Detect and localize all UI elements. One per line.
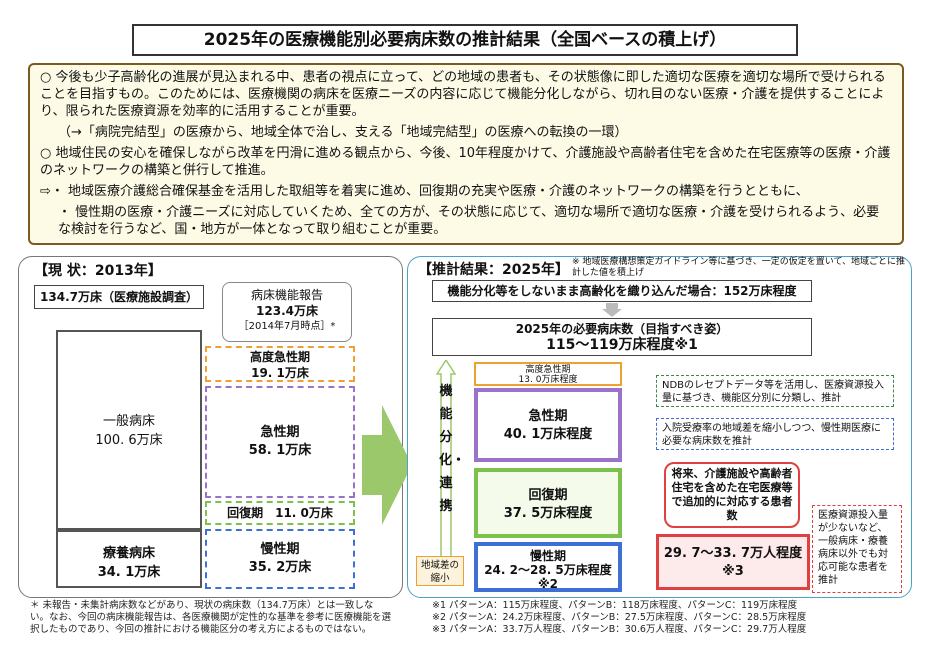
home-care-value-box: 29. 7～33. 7万人程度※3: [656, 534, 810, 590]
estimate-chronic-label: 慢性期: [529, 549, 566, 563]
general-ward-value: 100. 6万床: [95, 433, 163, 448]
current-acute-label: 急性期: [260, 425, 300, 440]
regional-gap-box: 地域差の縮小: [416, 556, 464, 586]
current-chronic-box: 慢性期 35. 2万床: [205, 529, 355, 589]
current-acute-high-label: 高度急性期: [249, 350, 310, 364]
current-acute-value: 58. 1万床: [248, 443, 312, 458]
care-ward-box: 療養病床 34. 1万床: [56, 530, 202, 588]
function-arrow-text: 機能分化・連携: [439, 384, 466, 514]
without-reform-box: 機能分化等をしないまま高齢化を織り込んだ場合：152万床程度: [432, 280, 812, 302]
needed-beds-value: 115～119万床程度※1: [546, 337, 698, 353]
transition-arrow-icon: [362, 405, 412, 525]
report-value: 123.4万床: [256, 304, 318, 318]
care-ward-label: 療養病床: [102, 546, 155, 561]
admission-note: 入院受療率の地域差を縮小しつつ、慢性期医療に必要な病床数を推計: [656, 418, 894, 450]
estimate-header: 【推計結果：2025年】: [418, 262, 569, 278]
current-acute-high-value: 19. 1万床: [251, 366, 309, 380]
estimate-header-note: ※ 地域医療構想策定ガイドライン等に基づき、一定の仮定を置いて、地域ごとに推計し…: [572, 257, 906, 278]
report-label: 病床機能報告: [250, 288, 323, 302]
estimate-note-2: ※2 パターンA：24.2万床程度、パターンB：27.5万床程度、パターンC：2…: [432, 612, 807, 623]
estimate-chronic-box: 慢性期 24. 2～28. 5万床程度※2: [474, 542, 622, 592]
needed-beds-label: 2025年の必要病床数（目指すべき姿）: [515, 322, 729, 336]
summary-p5: ・ 慢性期の医療・介護ニーズに対応していくため、全ての方が、その状態に応じて、適…: [58, 205, 880, 237]
general-ward-box: 一般病床 100. 6万床: [56, 330, 202, 530]
estimate-note-3: ※3 パターンA：33.7万人程度、パターンB：30.6万人程度、パターンC：2…: [432, 624, 807, 635]
estimate-acute-high-box: 高度急性期 13. 0万床程度: [474, 362, 622, 386]
home-care-label-box: 将来、介護施設や高齢者住宅を含めた在宅医療等で追加的に対応する患者数: [664, 462, 800, 528]
current-footnote: ＊ 未報告・未集計病床数などがあり、現状の病床数（134.7万床）とは一致しない…: [30, 600, 392, 635]
current-chronic-label: 慢性期: [260, 542, 300, 557]
estimate-recovery-box: 回復期 37. 5万床程度: [474, 468, 622, 538]
current-acute-high-box: 高度急性期 19. 1万床: [205, 346, 355, 382]
function-arrow-icon: [435, 360, 457, 570]
estimate-acute-box: 急性期 40. 1万床程度: [474, 388, 622, 462]
summary-box: ○ 今後も少子高齢化の進展が見込まれる中、患者の視点に立って、どの地域の患者も、…: [28, 63, 904, 245]
estimate-acute-high-value: 13. 0万床程度: [518, 375, 578, 385]
estimate-recovery-label: 回復期: [528, 488, 568, 503]
ndb-note: NDBのレセプトデータ等を活用し、医療資源投入量に基づき、機能区分別に分類し、推…: [656, 375, 894, 407]
resource-note: 医療資源投入量が少ないなど、一般病床・療養病床以外でも対応可能な患者を推計: [812, 505, 902, 593]
estimate-notes: ※1 パターンA：115万床程度、パターンB：118万床程度、パターンC：119…: [432, 600, 902, 636]
current-recovery-box: 回復期 11. 0万床: [205, 501, 355, 525]
current-total: 134.7万床（医療施設調査）: [34, 285, 204, 309]
care-ward-value: 34. 1万床: [97, 565, 161, 580]
summary-p1: ○ 今後も少子高齢化の進展が見込まれる中、患者の視点に立って、どの地域の患者も、…: [40, 70, 886, 119]
current-header: 【現 状：2013年】: [34, 263, 162, 279]
estimate-note-1: ※1 パターンA：115万床程度、パターンB：118万床程度、パターンC：119…: [432, 600, 798, 611]
needed-beds-box: 2025年の必要病床数（目指すべき姿） 115～119万床程度※1: [432, 318, 812, 356]
general-ward-label: 一般病床: [102, 414, 155, 429]
estimate-acute-high-label: 高度急性期: [525, 365, 571, 375]
estimate-recovery-value: 37. 5万床程度: [503, 506, 593, 521]
down-arrow-icon: [602, 303, 622, 317]
report-box: 病床機能報告 123.4万床 ［2014年7月時点］*: [222, 282, 352, 342]
current-chronic-value: 35. 2万床: [248, 560, 312, 575]
current-acute-box: 急性期 58. 1万床: [205, 386, 355, 498]
summary-p3: ○ 地域住民の安心を確保しながら改革を円滑に進める観点から、今後、10年程度かけ…: [40, 146, 891, 178]
summary-p4: ⇨・ 地域医療介護総合確保基金を活用した取組等を着実に進め、回復期の充実や医療・…: [40, 184, 809, 199]
summary-p2: （→「病院完結型」の医療から、地域全体で治し、支える「地域完結型」の医療への転換…: [58, 125, 628, 140]
estimate-acute-label: 急性期: [528, 409, 568, 424]
estimate-acute-value: 40. 1万床程度: [503, 427, 593, 442]
estimate-chronic-value: 24. 2～28. 5万床程度※2: [484, 563, 612, 591]
page-title: 2025年の医療機能別必要病床数の推計結果（全国ベースの積上げ）: [132, 24, 798, 56]
report-date: ［2014年7月時点］*: [238, 321, 336, 332]
